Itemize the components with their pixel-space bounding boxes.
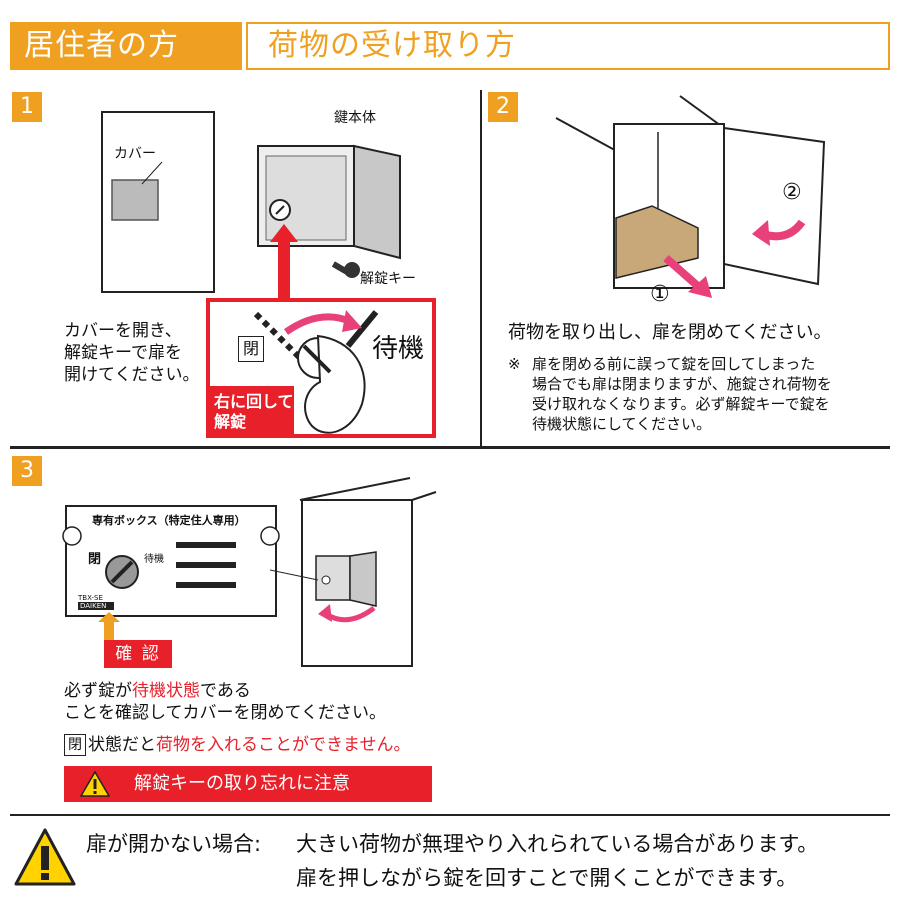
page-title: 荷物の受け取り方 bbox=[246, 22, 890, 70]
standby-label: 待機 bbox=[372, 334, 425, 364]
step-2-note: 扉を閉める前に誤って錠を回してしまった 場合でも扉は閉まりますが、施錠され荷物を… bbox=[532, 355, 832, 433]
closed-state-warning: 閉状態だと荷物を入れることができません。 bbox=[64, 734, 411, 756]
confirm-badge: 確 認 bbox=[104, 640, 172, 668]
check-close-cover-text: ことを確認してカバーを閉めてください。 bbox=[64, 703, 386, 723]
step-2-illustration bbox=[555, 95, 826, 298]
footer-divider bbox=[10, 814, 890, 816]
door-wont-open-solution: 扉を押しながら錠を回すことで開くことができます。 bbox=[296, 866, 798, 890]
door-wont-open-label: 扉が開かない場合: bbox=[86, 832, 262, 856]
box-door-illustration bbox=[270, 477, 437, 667]
key-warning-banner: 解錠キーの取り忘れに注意 bbox=[64, 766, 432, 802]
plate-standby-label: 待機 bbox=[144, 554, 164, 565]
plate-model: TBX-SE bbox=[78, 594, 103, 602]
step-2-number: 2 bbox=[488, 92, 518, 122]
step-1-instructions: カバーを開き、 解錠キーで扉を 開けてください。 bbox=[64, 321, 200, 385]
audience-tab: 居住者の方 bbox=[10, 22, 242, 70]
door-wont-open-reason: 大きい荷物が無理やり入れられている場合があります。 bbox=[296, 832, 819, 856]
lock-plate-illustration bbox=[62, 505, 280, 644]
closed-indicator-icon: 閉 bbox=[64, 734, 86, 756]
step-divider-horizontal bbox=[10, 446, 890, 449]
step-divider-vertical bbox=[480, 90, 482, 446]
step-1-number: 1 bbox=[12, 92, 42, 122]
closed-indicator-icon: 閉 bbox=[238, 336, 264, 362]
cover-label: カバー bbox=[114, 146, 156, 162]
note-mark: ※ bbox=[508, 355, 521, 373]
circle-1-marker: ① bbox=[650, 282, 670, 307]
check-standby-text: 必ず錠が待機状態である bbox=[64, 681, 251, 701]
step-1-illustration bbox=[101, 111, 436, 438]
lock-body-label: 鍵本体 bbox=[334, 110, 376, 126]
plate-brand: DAIKEN bbox=[80, 602, 107, 610]
circle-2-marker: ② bbox=[782, 180, 802, 205]
warning-icon bbox=[80, 770, 110, 797]
step-2-instruction: 荷物を取り出し、扉を閉めてください。 bbox=[508, 322, 832, 343]
plate-title: 専有ボックス（特定住人専用） bbox=[92, 514, 246, 527]
caution-icon bbox=[14, 828, 76, 886]
unlock-key-label: 解錠キー bbox=[360, 271, 416, 287]
turn-right-label: 右に回して 解錠 bbox=[214, 392, 294, 431]
step-3-number: 3 bbox=[12, 456, 42, 486]
plate-closed-label: 閉 bbox=[88, 552, 102, 567]
